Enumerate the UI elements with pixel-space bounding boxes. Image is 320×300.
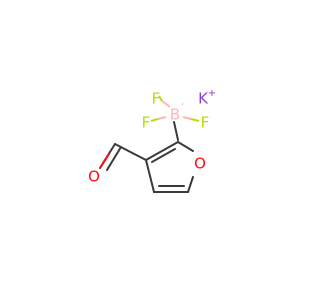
bond-c2-b xyxy=(173,121,179,141)
bond-b-f-left-f xyxy=(150,118,159,122)
bond-c3-cho xyxy=(114,143,147,161)
atom-fluorine-left: F xyxy=(142,114,151,132)
bond-b-f-left xyxy=(157,116,167,120)
bond-b-f-right xyxy=(182,116,192,120)
bond-cho-o-red xyxy=(99,153,110,169)
bond-cho-o-2 xyxy=(106,146,122,171)
atom-fluorine-top: F xyxy=(152,90,161,108)
bond-c3-c4 xyxy=(145,159,155,193)
atom-aldehyde-oxygen: O xyxy=(88,168,100,186)
atom-potassium-charge: + xyxy=(208,88,216,99)
structure-svg: K + B - F F F O O xyxy=(88,88,216,193)
bond-c2-c3 xyxy=(145,141,179,161)
bond-b-f-right-f xyxy=(190,118,200,122)
atom-ring-oxygen: O xyxy=(194,155,206,173)
bond-c2-c3-inner xyxy=(151,148,176,163)
bond-c5-o1 xyxy=(187,176,194,193)
bond-b-f-top xyxy=(161,100,171,108)
bond-o1-c2 xyxy=(177,141,194,152)
atom-fluorine-right: F xyxy=(201,114,210,132)
molecule-diagram: K + B - F F F O O xyxy=(88,88,216,193)
atom-boron-charge: - xyxy=(181,97,185,110)
atom-boron: B xyxy=(170,106,180,124)
atom-potassium: K xyxy=(198,90,209,108)
bond-b-f-top-f xyxy=(158,95,163,102)
